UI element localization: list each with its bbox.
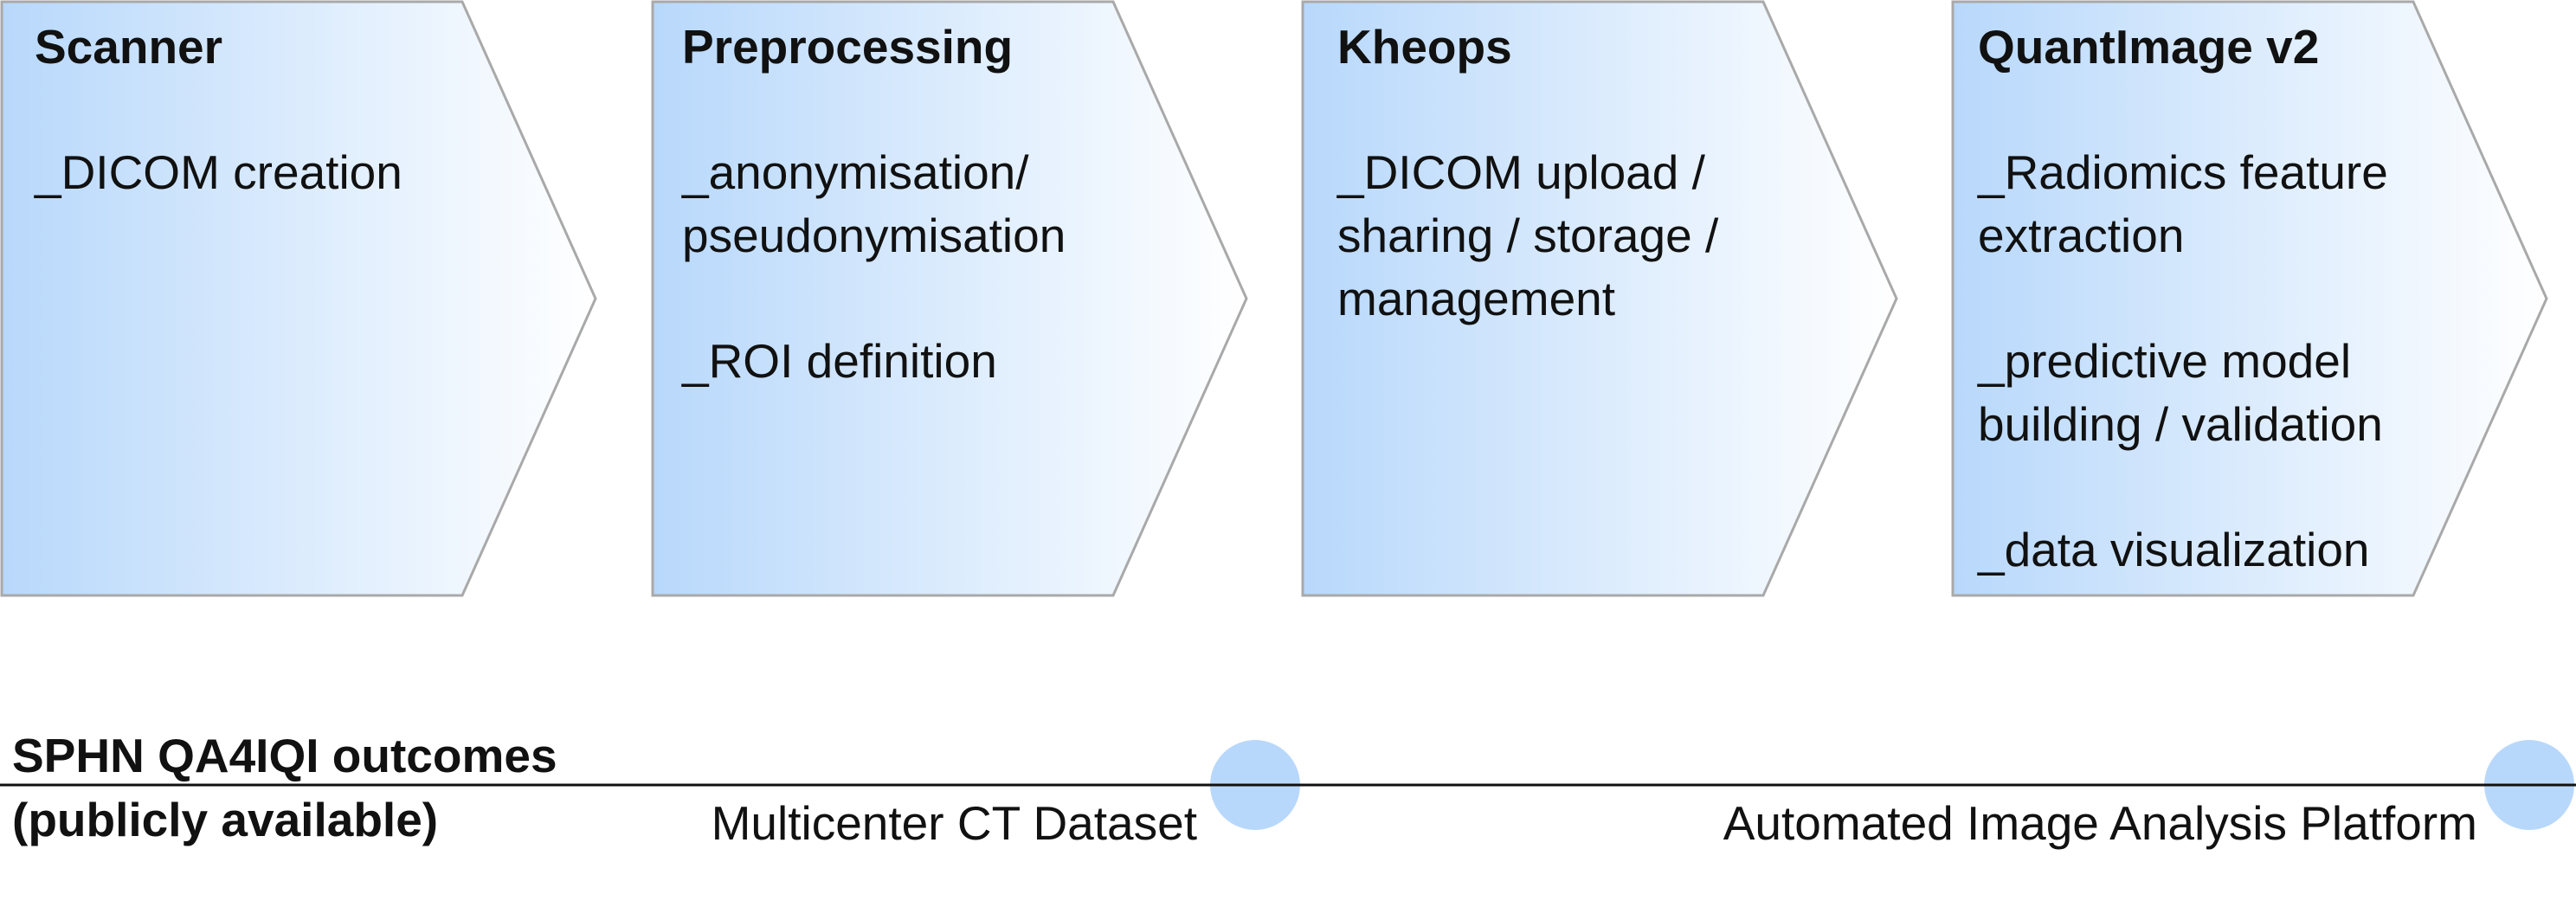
stage-item-line: _data visualization (1977, 523, 2370, 576)
stage-scanner: Scanner _DICOM creation (0, 0, 597, 597)
stage-preprocessing: Preprocessing _anonymisation/ pseudonymi… (651, 0, 1248, 597)
stage-item-line: _DICOM upload / (1336, 145, 1706, 199)
stage-title: Scanner (35, 20, 222, 74)
stage-item-line: _DICOM creation (34, 145, 402, 199)
stage-chevron (651, 0, 1248, 597)
stage-item-line: pseudonymisation (682, 209, 1066, 262)
stage-item-line: _ROI definition (681, 334, 997, 388)
stage-chevron (1301, 0, 1898, 597)
milestone-label: Automated Image Analysis Platform (1723, 796, 2477, 850)
stage-chevron (0, 0, 597, 597)
outcomes-heading-line: (publicly available) (12, 793, 438, 846)
stage-item-line: management (1337, 272, 1615, 325)
stage-quantimage: QuantImage v2 _Radiomics feature extract… (1951, 0, 2548, 597)
stage-title: Kheops (1337, 20, 1512, 74)
stage-item-line: _Radiomics feature (1977, 145, 2388, 199)
stage-item-line: sharing / storage / (1337, 209, 1719, 262)
milestone-label: Multicenter CT Dataset (712, 796, 1197, 850)
stage-chevron (1951, 0, 2548, 597)
stage-title: Preprocessing (682, 20, 1013, 74)
stage-title: QuantImage v2 (1978, 20, 2319, 74)
stage-kheops: Kheops _DICOM upload / sharing / storage… (1301, 0, 1898, 597)
stage-item-line: _anonymisation/ (681, 145, 1029, 199)
stage-item-line: extraction (1978, 209, 2184, 262)
outcomes-heading-line: SPHN QA4IQI outcomes (12, 729, 557, 782)
stage-item-line: _predictive model (1977, 334, 2351, 388)
outcomes-timeline: SPHN QA4IQI outcomes (publicly available… (0, 729, 2576, 850)
stage-item-line: building / validation (1978, 397, 2383, 451)
